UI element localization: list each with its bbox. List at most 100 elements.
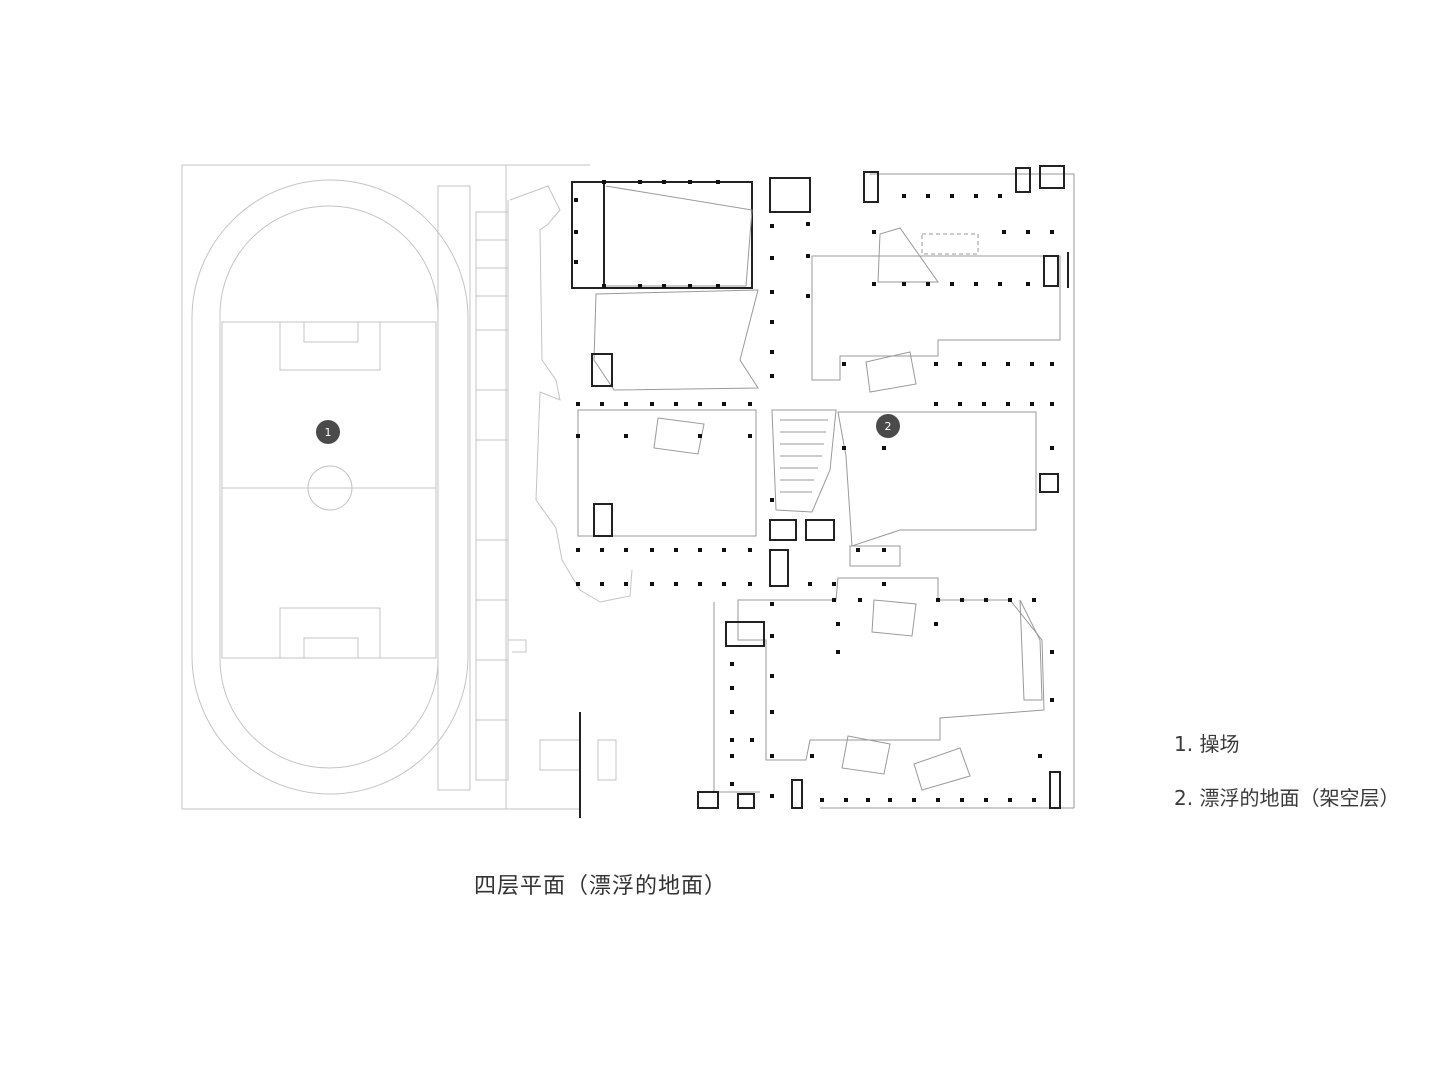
column: [748, 548, 752, 552]
column: [716, 284, 720, 288]
column: [638, 180, 642, 184]
legend-item-playground: 1. 操场: [1174, 732, 1240, 756]
column: [872, 230, 876, 234]
column: [984, 598, 988, 602]
column: [1006, 362, 1010, 366]
column: [934, 362, 938, 366]
column: [576, 402, 580, 406]
column: [748, 582, 752, 586]
marker-2-label: 2: [885, 420, 892, 433]
column: [820, 798, 824, 802]
column: [650, 402, 654, 406]
column: [808, 582, 812, 586]
column: [770, 224, 774, 228]
column: [770, 710, 774, 714]
column: [936, 798, 940, 802]
column: [832, 582, 836, 586]
column: [1030, 362, 1034, 366]
column: [1050, 230, 1054, 234]
column: [934, 402, 938, 406]
legend: 1. 操场 2. 漂浮的地面（架空层）: [1174, 730, 1399, 838]
column: [730, 782, 734, 786]
plan-caption: 四层平面（漂浮的地面）: [474, 874, 728, 899]
column: [770, 674, 774, 678]
column: [698, 548, 702, 552]
column: [888, 798, 892, 802]
courtyards: [577, 173, 1075, 809]
column: [1038, 754, 1042, 758]
column: [722, 548, 726, 552]
column: [770, 794, 774, 798]
site-boundary: [181, 164, 590, 810]
column: [698, 582, 702, 586]
column: [662, 180, 666, 184]
column: [984, 798, 988, 802]
column: [882, 548, 886, 552]
column: [1006, 402, 1010, 406]
column: [574, 230, 578, 234]
column: [1032, 598, 1036, 602]
column: [662, 284, 666, 288]
column: [770, 498, 774, 502]
column: [730, 686, 734, 690]
column: [716, 180, 720, 184]
column: [730, 738, 734, 742]
column: [576, 434, 580, 438]
column: [912, 798, 916, 802]
column: [806, 294, 810, 298]
column: [842, 362, 846, 366]
column: [730, 710, 734, 714]
column: [624, 402, 628, 406]
column: [934, 622, 938, 626]
column: [974, 194, 978, 198]
column: [950, 194, 954, 198]
column: [936, 598, 940, 602]
legend-item-floating-ground: 2. 漂浮的地面（架空层）: [1174, 786, 1400, 810]
column: [998, 282, 1002, 286]
column: [600, 402, 604, 406]
column: [600, 582, 604, 586]
column: [882, 446, 886, 450]
column: [902, 194, 906, 198]
column: [1008, 798, 1012, 802]
column: [926, 194, 930, 198]
column: [770, 256, 774, 260]
column: [576, 548, 580, 552]
column: [576, 582, 580, 586]
column: [730, 662, 734, 666]
tilted-pavilions: [653, 227, 979, 791]
column: [650, 548, 654, 552]
column: [770, 754, 774, 758]
column: [1050, 446, 1054, 450]
column: [698, 402, 702, 406]
column: [1026, 230, 1030, 234]
column: [770, 634, 774, 638]
column: [810, 754, 814, 758]
column: [1002, 230, 1006, 234]
column: [1050, 402, 1054, 406]
column: [806, 222, 810, 226]
column: [770, 350, 774, 354]
column: [806, 254, 810, 258]
column: [950, 282, 954, 286]
area-marker-1: 1: [316, 420, 340, 444]
column: [624, 582, 628, 586]
stairs: [771, 409, 1043, 701]
column: [842, 446, 846, 450]
column: [982, 362, 986, 366]
column: [1050, 698, 1054, 702]
column: [770, 320, 774, 324]
column: [958, 402, 962, 406]
column: [1050, 650, 1054, 654]
column: [722, 402, 726, 406]
column: [748, 434, 752, 438]
column: [882, 582, 886, 586]
column: [602, 284, 606, 288]
column: [844, 798, 848, 802]
column: [748, 402, 752, 406]
running-track: [191, 179, 469, 795]
column: [624, 548, 628, 552]
stair-cores: [579, 165, 1069, 818]
column: [902, 282, 906, 286]
column: [688, 284, 692, 288]
